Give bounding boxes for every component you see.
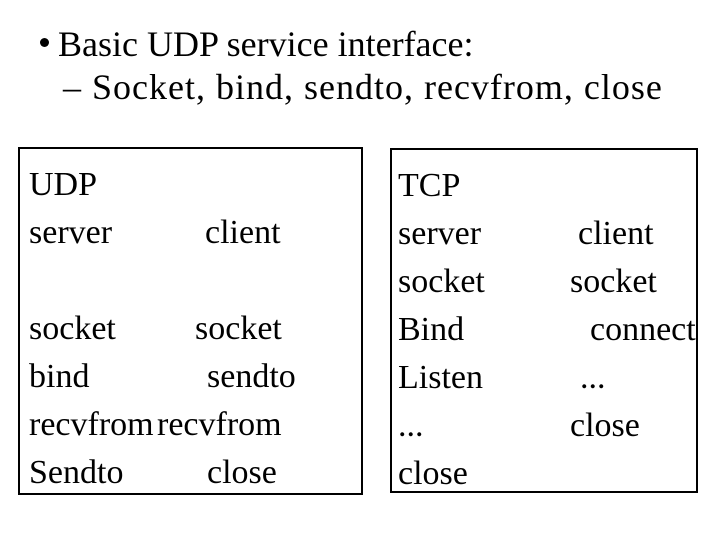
cell-label: UDP — [29, 166, 98, 203]
cell-label: socket — [195, 310, 282, 347]
cell-label: recvfrom — [29, 406, 154, 443]
tcp-box: TCP server client socket socket Bind con… — [390, 148, 698, 493]
cell-label: TCP — [398, 167, 461, 204]
cell-label: server — [398, 215, 482, 252]
cell-label: client — [578, 215, 654, 252]
cell-label — [570, 450, 696, 498]
bullet-icon — [40, 38, 49, 47]
cell-label: bind — [29, 358, 90, 395]
udp-box: UDP server client socket socket bind sen… — [18, 147, 363, 495]
cell-label: close — [570, 407, 640, 444]
cell-label: socket — [398, 263, 485, 300]
cell-label: connect — [590, 311, 696, 348]
slide-title: Basic UDP service interface: — [58, 24, 474, 64]
table-row: Sendto close — [29, 449, 361, 497]
table-row: close — [398, 450, 696, 498]
cell-label: sendto — [207, 358, 296, 395]
cell-label: Sendto — [29, 454, 124, 491]
cell-label — [570, 162, 696, 210]
cell-label — [195, 161, 361, 209]
cell-label: Bind — [398, 311, 465, 348]
table-row: server client — [398, 210, 696, 258]
cell-label: socket — [29, 310, 116, 347]
cell-label: close — [398, 455, 468, 492]
table-row: ... close — [398, 402, 696, 450]
table-row: server client — [29, 209, 361, 257]
cell-label: recvfrom — [157, 406, 282, 443]
cell-label — [195, 257, 361, 305]
cell-label: ... — [398, 407, 424, 444]
table-row: UDP — [29, 161, 361, 209]
table-row: Listen ... — [398, 354, 696, 402]
cell-label — [29, 257, 195, 305]
table-row — [29, 257, 361, 305]
cell-label: ... — [580, 359, 606, 396]
table-row: socket socket — [29, 305, 361, 353]
table-row: TCP — [398, 162, 696, 210]
cell-label: Listen — [398, 359, 483, 396]
slide-subtitle: – Socket, bind, sendto, recvfrom, close — [63, 67, 663, 107]
table-row: bind sendto — [29, 353, 361, 401]
cell-label: server — [29, 214, 113, 251]
cell-label: client — [205, 214, 281, 251]
cell-label: socket — [570, 263, 657, 300]
table-row: socket socket — [398, 258, 696, 306]
cell-label: close — [207, 454, 277, 491]
table-row: Bind connect — [398, 306, 696, 354]
table-row: recvfrom recvfrom — [29, 401, 361, 449]
